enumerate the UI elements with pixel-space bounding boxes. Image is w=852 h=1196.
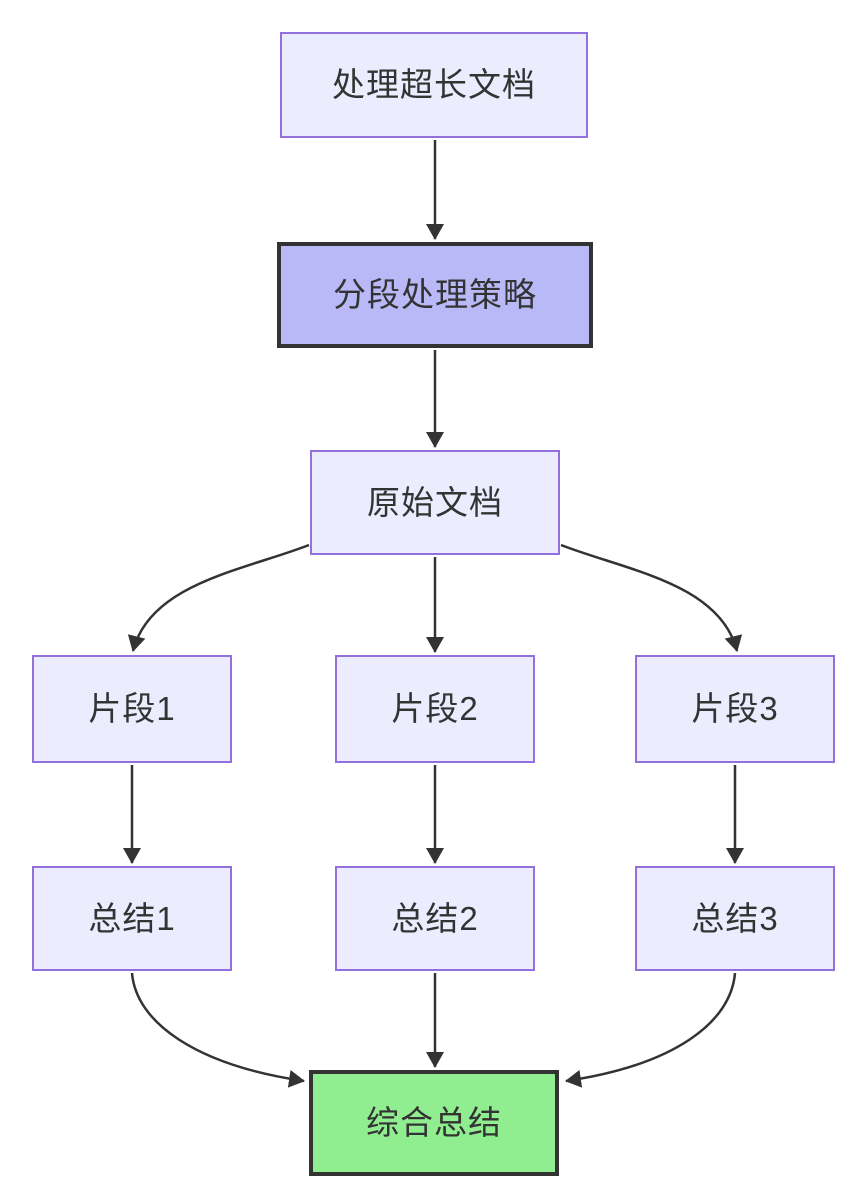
node-final: 综合总结 [309,1070,559,1176]
node-task-label: 处理超长文档 [332,66,536,104]
edge-sum3-to-final [565,972,737,1088]
node-task: 处理超长文档 [280,32,588,138]
edge-doc-to-seg1 [127,543,310,652]
edge-group [123,140,744,1088]
node-final-label: 综合总结 [366,1104,502,1142]
node-seg1: 片段1 [32,655,232,763]
node-seg2: 片段2 [335,655,535,763]
node-sum3: 总结3 [635,866,835,971]
node-sum1-label: 总结1 [88,899,176,937]
node-sum3-label: 总结3 [691,899,779,937]
edge-doc-to-seg3 [560,543,743,652]
node-sum2-label: 总结2 [391,899,479,937]
node-seg1-label: 片段1 [88,690,176,728]
node-seg3: 片段3 [635,655,835,763]
node-sum2: 总结2 [335,866,535,971]
node-doc-label: 原始文档 [367,483,503,521]
edge-sum1-to-final [130,972,305,1088]
node-strategy: 分段处理策略 [277,242,593,348]
node-seg3-label: 片段3 [691,690,779,728]
node-strategy-label: 分段处理策略 [333,276,537,314]
node-seg2-label: 片段2 [391,690,479,728]
node-sum1: 总结1 [32,866,232,971]
node-doc: 原始文档 [310,450,560,555]
